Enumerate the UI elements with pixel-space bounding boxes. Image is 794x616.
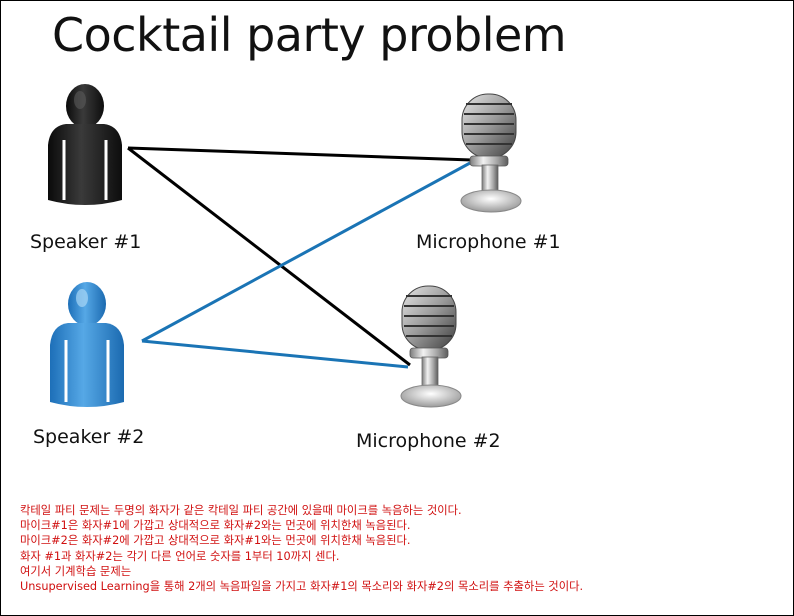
speaker1-person-icon: [48, 84, 122, 205]
speaker1-label: Speaker #1: [30, 231, 142, 253]
microphone2-label: Microphone #2: [356, 430, 501, 452]
line-speaker2-mic1: [141, 161, 471, 343]
line-speaker1-mic2: [127, 146, 411, 367]
microphone2-microphone-icon: [400, 285, 462, 408]
microphone1-microphone-icon: [460, 93, 522, 213]
line-speaker1-mic1: [127, 146, 473, 162]
slide-title: Cocktail party problem: [52, 8, 567, 62]
note-line: 마이크#2은 화자#2에 가깝고 상대적으로 화자#1와는 먼곳에 위치한채 녹…: [20, 534, 411, 548]
note-line: Unsupervised Learning을 통해 2개의 녹음파일을 가지고 …: [20, 580, 584, 594]
note-line: 여기서 기계학습 문제는: [20, 564, 132, 578]
microphone1-label: Microphone #1: [416, 231, 561, 253]
line-speaker2-mic2: [141, 339, 409, 369]
note-line: 화자 #1과 화자#2는 각기 다른 언어로 숫자를 1부터 10까지 센다.: [20, 549, 340, 563]
korean-notes: 칵테일 파티 문제는 두명의 화자가 같은 칵테일 파티 공간에 있을때 마이크…: [20, 503, 583, 594]
speaker2-person-icon: [50, 282, 124, 407]
note-line: 마이크#1은 화자#1에 가깝고 상대적으로 화자#2와는 먼곳에 위치한채 녹…: [20, 519, 411, 533]
speaker2-label: Speaker #2: [33, 426, 145, 448]
note-line: 칵테일 파티 문제는 두명의 화자가 같은 칵테일 파티 공간에 있을때 마이크…: [20, 504, 462, 517]
